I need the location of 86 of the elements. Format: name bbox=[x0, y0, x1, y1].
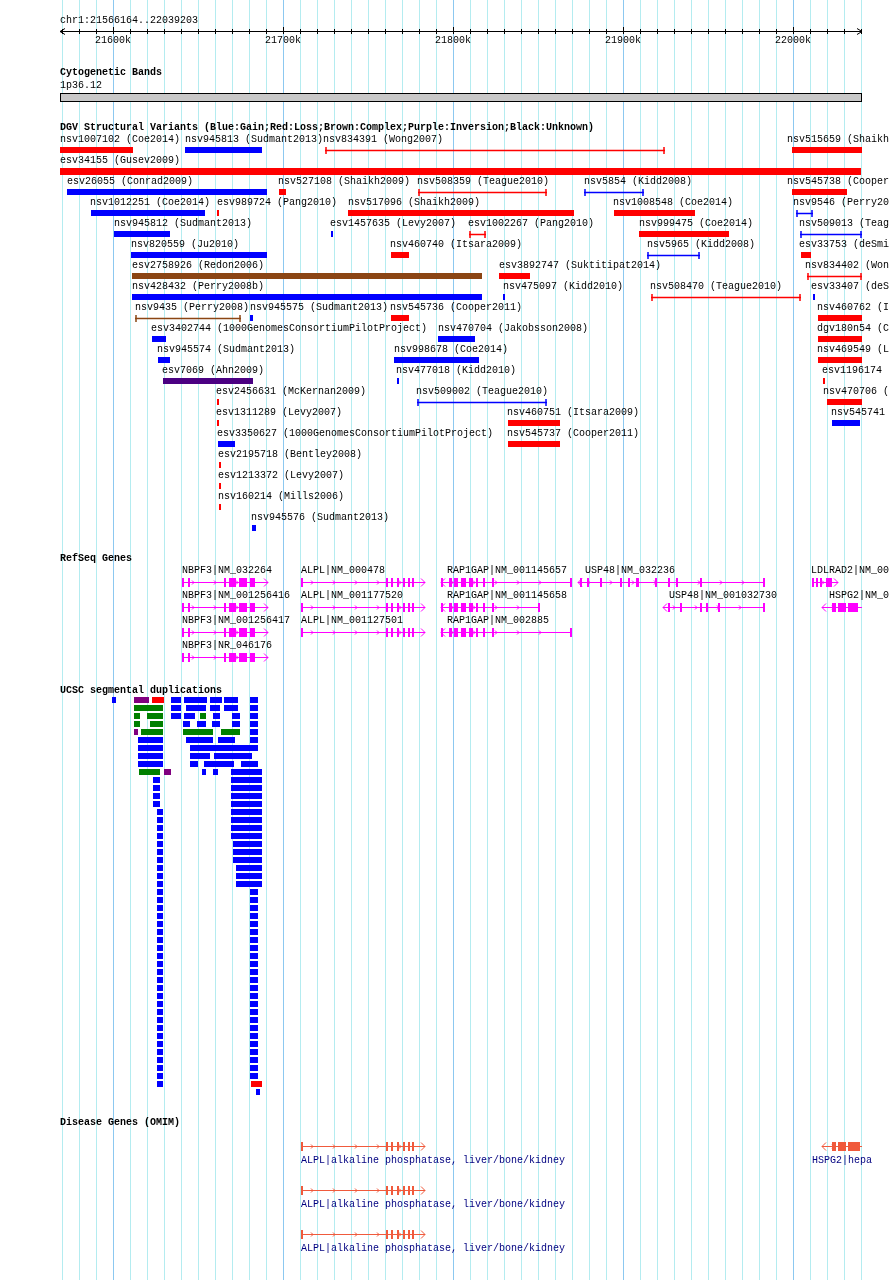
feature-label: ALPL|alkaline phosphatase, liver/bone/kidney bbox=[301, 1243, 566, 1254]
feature-label: esv33753 (deSmi bbox=[799, 239, 889, 250]
feature-label: esv3350627 (1000GenomesConsortiumPilotProject) bbox=[217, 428, 494, 439]
feature-label: LDLRAD2|NM_00 bbox=[811, 565, 889, 576]
feature-label: nsv834402 (Won bbox=[805, 260, 889, 271]
feature-label: nsv1007102 (Coe2014) bbox=[60, 134, 181, 145]
feature-label: ALPL|NM_001127501 bbox=[301, 615, 404, 626]
feature-label: nsv515659 (Shaikh bbox=[787, 134, 890, 145]
feature-label: nsv469549 (L bbox=[817, 344, 889, 355]
axis-tick-label: 21600k bbox=[95, 35, 131, 46]
axis-tick-label: 22000k bbox=[775, 35, 811, 46]
feature-label: nsv508470 (Teague2010) bbox=[650, 281, 783, 292]
track-title: RefSeq Genes bbox=[60, 553, 132, 564]
feature-label: nsv545736 (Cooper2011) bbox=[390, 302, 523, 313]
feature-label: nsv509013 (Teag bbox=[799, 218, 889, 229]
feature-label: NBPF3|NM_001256417 bbox=[182, 615, 291, 626]
track-title: Cytogenetic Bands bbox=[60, 67, 163, 78]
feature-label: esv26055 (Conrad2009) bbox=[67, 176, 194, 187]
feature-label: nsv834391 (Wong2007) bbox=[323, 134, 444, 145]
feature-label: nsv1012251 (Coe2014) bbox=[90, 197, 211, 208]
feature-label: nsv477018 (Kidd2010) bbox=[396, 365, 517, 376]
feature-label: nsv5965 (Kidd2008) bbox=[647, 239, 756, 250]
axis-tick-label: 21700k bbox=[265, 35, 301, 46]
feature-label: nsv5854 (Kidd2008) bbox=[584, 176, 693, 187]
feature-label: esv2758926 (Redon2006) bbox=[132, 260, 265, 271]
feature-label: RAP1GAP|NM_002885 bbox=[447, 615, 550, 626]
feature-label: esv34155 (Gusev2009) bbox=[60, 155, 181, 166]
feature-label: esv1002267 (Pang2010) bbox=[468, 218, 595, 229]
track-title: Disease Genes (OMIM) bbox=[60, 1117, 181, 1128]
feature-label: esv3892747 (Suktitipat2014) bbox=[499, 260, 662, 271]
feature-label: nsv1008548 (Coe2014) bbox=[613, 197, 734, 208]
feature-label: nsv508359 (Teague2010) bbox=[417, 176, 550, 187]
feature-label: nsv545741 bbox=[831, 407, 885, 418]
feature-label: RAP1GAP|NM_001145658 bbox=[447, 590, 568, 601]
axis-tick-label: 21900k bbox=[605, 35, 641, 46]
feature-label: dgv180n54 (C bbox=[817, 323, 889, 334]
feature-label: ALPL|NM_000478 bbox=[301, 565, 385, 576]
feature-label: nsv945813 (Sudmant2013) bbox=[185, 134, 324, 145]
feature-label: NBPF3|NM_032264 bbox=[182, 565, 272, 576]
feature-label: esv1311289 (Levy2007) bbox=[216, 407, 343, 418]
position-label: chr1:21566164..22039203 bbox=[60, 15, 199, 26]
feature-label: nsv545737 (Cooper2011) bbox=[507, 428, 640, 439]
feature-label: esv2456631 (McKernan2009) bbox=[216, 386, 367, 397]
feature-label: nsv820559 (Ju2010) bbox=[131, 239, 240, 250]
feature-label: HSPG2|NM_0 bbox=[829, 590, 889, 601]
feature-label: nsv460751 (Itsara2009) bbox=[507, 407, 640, 418]
feature-label: NBPF3|NM_001256416 bbox=[182, 590, 291, 601]
feature-label: HSPG2|hepa bbox=[812, 1155, 872, 1166]
feature-label: nsv475097 (Kidd2010) bbox=[503, 281, 624, 292]
feature-label: ALPL|alkaline phosphatase, liver/bone/kidney bbox=[301, 1155, 566, 1166]
feature-label: nsv999475 (Coe2014) bbox=[639, 218, 754, 229]
feature-label: nsv509002 (Teague2010) bbox=[416, 386, 549, 397]
feature-label: USP48|NM_032236 bbox=[585, 565, 675, 576]
feature-label: esv989724 (Pang2010) bbox=[217, 197, 338, 208]
feature-label: nsv517096 (Shaikh2009) bbox=[348, 197, 481, 208]
feature-label: nsv945812 (Sudmant2013) bbox=[114, 218, 253, 229]
feature-label: nsv998678 (Coe2014) bbox=[394, 344, 509, 355]
feature-label: esv1196174 bbox=[822, 365, 882, 376]
feature-label: esv33407 (deS bbox=[811, 281, 889, 292]
feature-label: nsv460762 (I bbox=[817, 302, 889, 313]
feature-label: 1p36.12 bbox=[60, 80, 102, 91]
feature-label: nsv160214 (Mills2006) bbox=[218, 491, 345, 502]
feature-label: nsv470704 (Jakobsson2008) bbox=[438, 323, 589, 334]
feature-label: nsv428432 (Perry2008b) bbox=[132, 281, 265, 292]
feature-label: nsv9435 (Perry2008) bbox=[135, 302, 250, 313]
feature-label: nsv527108 (Shaikh2009) bbox=[278, 176, 411, 187]
feature-label: esv1457635 (Levy2007) bbox=[330, 218, 457, 229]
feature-label: nsv945576 (Sudmant2013) bbox=[251, 512, 390, 523]
feature-label: nsv945574 (Sudmant2013) bbox=[157, 344, 296, 355]
feature-label: nsv945575 (Sudmant2013) bbox=[250, 302, 389, 313]
feature-label: esv1213372 (Levy2007) bbox=[218, 470, 345, 481]
feature-label: ALPL|alkaline phosphatase, liver/bone/kidney bbox=[301, 1199, 566, 1210]
feature-label: ALPL|NM_001177520 bbox=[301, 590, 404, 601]
feature-label: nsv9546 (Perry20 bbox=[793, 197, 889, 208]
track-title: UCSC segmental duplications bbox=[60, 685, 223, 696]
track-title: DGV Structural Variants (Blue:Gain;Red:Loss;Brown:Complex;Purple:Inversion;Black:Unknown) bbox=[60, 122, 595, 133]
feature-label: esv2195718 (Bentley2008) bbox=[218, 449, 363, 460]
feature-label: RAP1GAP|NM_001145657 bbox=[447, 565, 568, 576]
feature-label: esv3402744 (1000GenomesConsortiumPilotProject) bbox=[151, 323, 428, 334]
feature-label: nsv470706 ( bbox=[823, 386, 889, 397]
axis-tick-label: 21800k bbox=[435, 35, 471, 46]
feature-label: USP48|NM_001032730 bbox=[669, 590, 778, 601]
feature-label: nsv545738 (Cooper bbox=[787, 176, 890, 187]
feature-label: esv7069 (Ahn2009) bbox=[162, 365, 265, 376]
feature-label: nsv460740 (Itsara2009) bbox=[390, 239, 523, 250]
feature-label: NBPF3|NR_046176 bbox=[182, 640, 272, 651]
